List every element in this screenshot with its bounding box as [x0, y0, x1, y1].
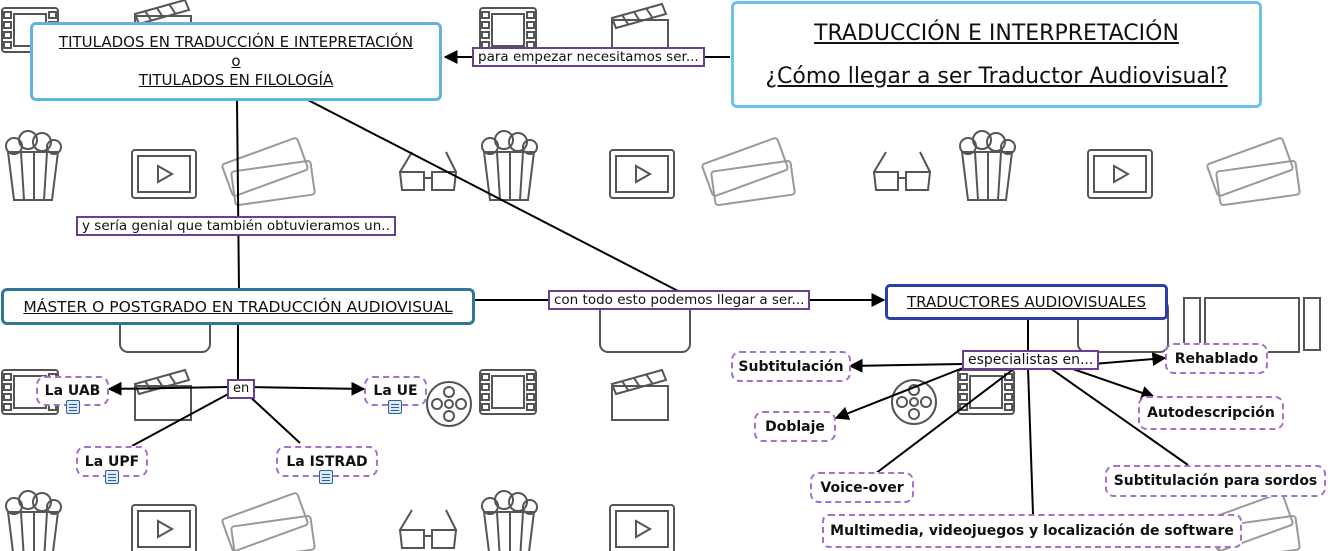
link-titulados-diagonal: [307, 99, 681, 293]
rehablado-node[interactable]: Rehablado: [1165, 343, 1268, 374]
voiceover-label: Voice-over: [820, 479, 904, 496]
link-esp-doblaje: [834, 367, 964, 420]
multimedia-label: Multimedia, videojuegos y localización d…: [830, 523, 1234, 539]
link-label-en: en: [227, 379, 256, 399]
multimedia-node[interactable]: Multimedia, videojuegos y localización d…: [822, 514, 1242, 548]
link-en-istrad: [245, 392, 301, 444]
sordos-label: Subtitulación para sordos: [1113, 473, 1318, 489]
master-label: MÁSTER O POSTGRADO EN TRADUCCIÓN AUDIOVI…: [23, 297, 453, 316]
link-titulados-master: [236, 100, 240, 291]
ue-note-icon[interactable]: [388, 400, 402, 414]
link-esp-rehablado: [1092, 352, 1167, 367]
link-esp-multimedia: [1027, 367, 1034, 515]
autodescripcion-label: Autodescripción: [1147, 405, 1275, 421]
uab-note-icon[interactable]: [66, 400, 80, 414]
titulados-line2: TITULADOS EN FILOLOGÍA: [138, 71, 334, 89]
link-label-empezar: para empezar necesitamos ser...: [472, 47, 705, 67]
upf-note-icon[interactable]: [105, 470, 119, 484]
traductores-label: TRADUCTORES AUDIOVISUALES: [907, 293, 1146, 311]
subtitulacion-label: Subtitulación: [738, 358, 844, 375]
link-esp-voiceover: [874, 367, 1016, 475]
traductores-node[interactable]: TRADUCTORES AUDIOVISUALES: [885, 284, 1168, 320]
istrad-note-icon[interactable]: [319, 470, 333, 484]
ue-label: La UE: [373, 383, 418, 399]
main-title-box[interactable]: TRADUCCIÓN E INTERPRETACIÓN ¿Cómo llegar…: [731, 1, 1262, 108]
titulados-line1: TITULADOS EN TRADUCCIÓN E INTEPRETACIÓN: [58, 33, 414, 51]
istrad-label: La ISTRAD: [286, 453, 368, 470]
link-esp-autodescripcion: [1069, 367, 1156, 400]
link-en-ue: [248, 381, 366, 396]
subtitulacion-node[interactable]: Subtitulación: [731, 351, 851, 382]
link-en-uab: [107, 381, 229, 396]
link-label-genial: y sería genial que también obtuvieramos …: [76, 216, 396, 236]
sordos-node[interactable]: Subtitulación para sordos: [1105, 465, 1326, 497]
titulados-node[interactable]: TITULADOS EN TRADUCCIÓN E INTEPRETACIÓN …: [30, 22, 442, 101]
link-label-especialistas: especialistas en...: [962, 350, 1100, 370]
upf-label: La UPF: [84, 453, 140, 470]
master-node[interactable]: MÁSTER O POSTGRADO EN TRADUCCIÓN AUDIOVI…: [1, 288, 475, 325]
link-esp-sordos: [1049, 367, 1189, 466]
main-title-line1: TRADUCCIÓN E INTERPRETACIÓN: [814, 20, 1179, 46]
link-en-upf: [131, 392, 231, 447]
doblaje-node[interactable]: Doblaje: [754, 411, 836, 442]
uab-label: La UAB: [44, 383, 101, 399]
titulados-line-o: o: [231, 52, 241, 70]
doblaje-label: Doblaje: [765, 418, 825, 435]
main-title-line2: ¿Cómo llegar a ser Traductor Audiovisual…: [765, 63, 1228, 89]
link-label-llegar: con todo esto podemos llegar a ser...: [548, 290, 811, 310]
link-esp-subtitulacion: [848, 358, 964, 373]
rehablado-label: Rehablado: [1174, 350, 1259, 367]
autodescripcion-node[interactable]: Autodescripción: [1138, 396, 1284, 430]
voiceover-node[interactable]: Voice-over: [810, 472, 914, 503]
